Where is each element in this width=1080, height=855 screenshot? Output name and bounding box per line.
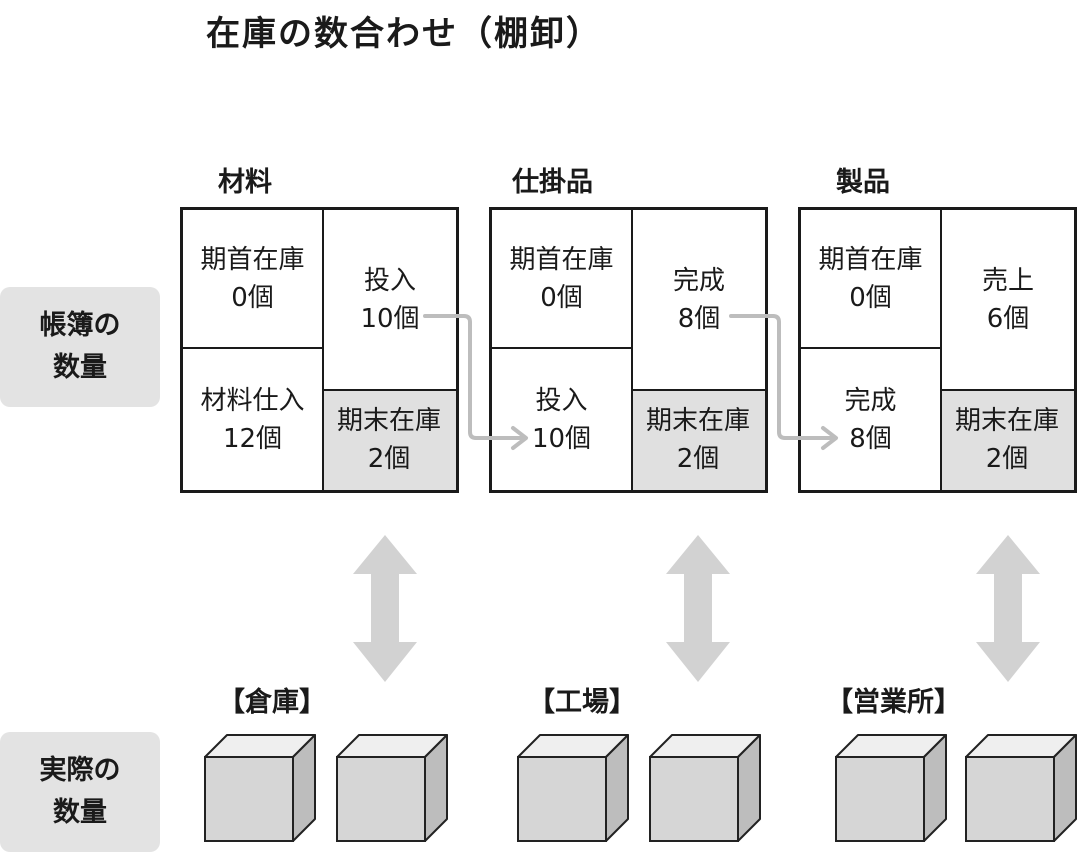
cell-label: 期末在庫 (336, 406, 441, 436)
input-cell: 投入 10個 (492, 349, 631, 490)
cell-value: 2個 (676, 444, 720, 474)
compare-arrow-icon (666, 535, 730, 682)
cell-label: 期末在庫 (645, 406, 750, 436)
book-label-line1: 帳簿の (39, 310, 121, 341)
cell-value: 0個 (231, 282, 274, 313)
panel-heading-products: 製品 (836, 167, 890, 198)
book-label-line2: 数量 (53, 352, 107, 383)
cell-label: 期首在庫 (200, 244, 305, 275)
t-account-wip: 期末在庫 2個 期首在庫 0個 投入 10個 完成 8個 (489, 207, 768, 493)
cell-value: 8個 (849, 423, 892, 454)
cell-label: 期首在庫 (509, 244, 614, 275)
t-account-products: 期末在庫 2個 期首在庫 0個 完成 8個 売上 6個 (798, 207, 1077, 493)
location-factory: 【工場】 (528, 687, 636, 718)
book-quantity-label: 帳簿の 数量 (0, 287, 160, 407)
location-warehouse: 【倉庫】 (218, 687, 326, 718)
cell-value: 2個 (985, 444, 1029, 474)
material-purchase-cell: 材料仕入 12個 (183, 349, 322, 490)
panel-heading-materials: 材料 (218, 167, 272, 198)
sales-office-box-icon (835, 734, 947, 842)
cell-value: 12個 (222, 423, 283, 454)
actual-label-line2: 数量 (53, 797, 107, 828)
cell-label: 材料仕入 (200, 385, 305, 416)
location-sales-office: 【営業所】 (826, 687, 961, 718)
factory-box-icon (517, 734, 629, 842)
cell-value: 0個 (849, 282, 892, 313)
cell-label: 投入 (363, 265, 416, 296)
input-cell: 投入 10個 (324, 210, 456, 389)
sales-office-box-icon (965, 734, 1077, 842)
t-account-materials: 期末在庫 2個 期首在庫 0個 材料仕入 12個 投入 10個 (180, 207, 459, 493)
warehouse-box-icon (336, 734, 448, 842)
compare-arrow-icon (976, 535, 1040, 682)
cell-label: 期末在庫 (954, 406, 1059, 436)
cell-label: 完成 (844, 385, 897, 416)
beginning-inventory-cell: 期首在庫 0個 (183, 210, 322, 347)
actual-quantity-label: 実際の 数量 (0, 732, 160, 852)
diagram-title: 在庫の数合わせ（棚卸） (206, 14, 602, 54)
beginning-inventory-cell: 期首在庫 0個 (801, 210, 940, 347)
flow-arrow-input-head (511, 426, 528, 450)
flow-arrow-completed-head (821, 426, 838, 450)
ending-inventory-cell: 期末在庫 2個 (631, 390, 765, 490)
cell-value: 0個 (540, 282, 583, 313)
cell-label: 投入 (535, 385, 588, 416)
panel-heading-wip: 仕掛品 (512, 167, 593, 198)
completed-cell: 完成 8個 (633, 210, 765, 389)
completed-cell: 完成 8個 (801, 349, 940, 490)
factory-box-icon (649, 734, 761, 842)
cell-label: 売上 (981, 265, 1034, 296)
cell-label: 完成 (672, 265, 725, 296)
cell-label: 期首在庫 (818, 244, 923, 275)
flow-arrow-completed (729, 314, 836, 440)
ending-inventory-cell: 期末在庫 2個 (940, 390, 1074, 490)
compare-arrow-icon (353, 535, 417, 682)
ending-inventory-cell: 期末在庫 2個 (322, 390, 456, 490)
cell-value: 10個 (360, 303, 420, 334)
cell-value: 6個 (986, 303, 1030, 334)
warehouse-box-icon (204, 734, 316, 842)
cell-value: 8個 (677, 303, 721, 334)
actual-label-line1: 実際の (39, 755, 121, 786)
cell-value: 2個 (367, 444, 411, 474)
cell-value: 10個 (531, 423, 592, 454)
beginning-inventory-cell: 期首在庫 0個 (492, 210, 631, 347)
sales-cell: 売上 6個 (942, 210, 1074, 389)
flow-arrow-input (423, 314, 526, 440)
